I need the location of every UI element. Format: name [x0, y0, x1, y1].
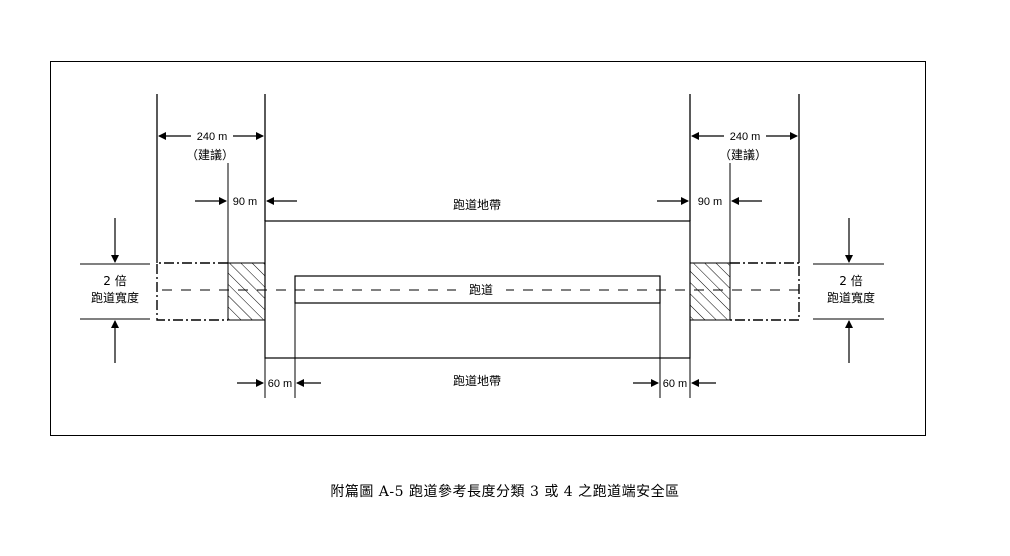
label-runway-strip-top: 跑道地帶	[453, 198, 501, 212]
label-suggested-left: （建議）	[186, 148, 234, 162]
hatched-zone-left	[227, 262, 266, 321]
label-90m-right: 90 m	[698, 196, 722, 208]
label-runway-width-right: 跑道寬度	[827, 290, 875, 305]
hatched-zone-right	[689, 262, 731, 321]
diagram-frame	[50, 61, 926, 436]
resa-right	[730, 262, 800, 321]
resa-left	[156, 262, 228, 321]
label-two-times-right: 2 倍	[839, 273, 862, 288]
label-runway: 跑道	[469, 283, 493, 297]
label-60m-left: 60 m	[268, 378, 292, 390]
label-60m-right: 60 m	[663, 378, 687, 390]
figure-caption: 附篇圖 A-5 跑道參考長度分類 3 或 4 之跑道端安全區	[330, 484, 680, 500]
label-90m-left: 90 m	[233, 196, 257, 208]
label-runway-strip-bottom: 跑道地帶	[453, 374, 501, 388]
label-suggested-right: （建議）	[719, 148, 767, 162]
label-240m-left: 240 m	[197, 131, 228, 143]
label-two-times-left: 2 倍	[103, 273, 126, 288]
label-240m-right: 240 m	[730, 131, 761, 143]
label-runway-width-left: 跑道寬度	[91, 290, 139, 305]
